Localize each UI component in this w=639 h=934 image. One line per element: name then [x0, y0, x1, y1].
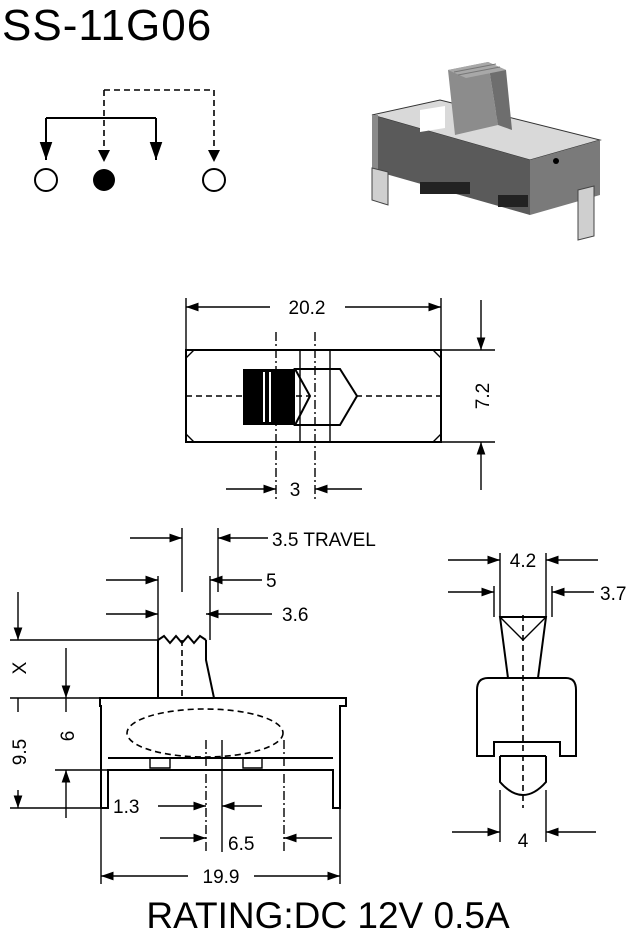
rating-label: RATING:DC 12V 0.5A — [146, 895, 510, 934]
part-number-title: SS-11G06 — [2, 1, 212, 50]
dim-height-body: 6 — [58, 731, 79, 742]
switch-product-illustration — [371, 62, 602, 241]
front-view: 3.5 TRAVEL 5 3.6 X 9.5 6 1.3 6.5 — [10, 528, 376, 888]
dim-pin-pitch: 6.5 — [228, 834, 254, 855]
side-view: 4.2 3.7 4 — [448, 551, 626, 852]
dim-height-x: X — [10, 661, 31, 674]
terminal-open-left-icon — [34, 168, 58, 192]
terminal-common-icon — [93, 169, 115, 191]
dim-pin-offset: 1.3 — [113, 797, 139, 818]
dim-side-top: 4.2 — [510, 551, 536, 572]
dim-side-knob: 3.7 — [600, 584, 626, 605]
dim-top-width: 20.2 — [289, 298, 326, 319]
dim-travel: 3.5 TRAVEL — [272, 530, 376, 551]
dim-knob-base: 3.6 — [282, 605, 308, 626]
circuit-schematic — [34, 89, 226, 192]
dim-knob-top: 5 — [266, 571, 277, 592]
dim-base-width: 19.9 — [203, 867, 240, 888]
dim-height-total: 9.5 — [10, 739, 31, 765]
dim-side-bottom: 4 — [518, 831, 529, 852]
terminal-open-right-icon — [202, 168, 226, 192]
dim-knob-width: 3 — [290, 480, 301, 501]
dim-top-height: 7.2 — [473, 383, 494, 409]
top-view: 20.2 7.2 3 — [185, 298, 495, 501]
